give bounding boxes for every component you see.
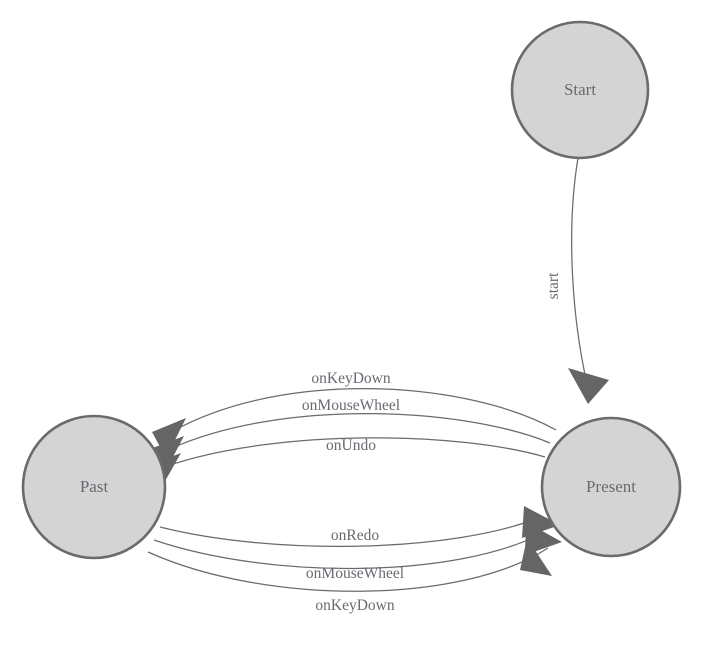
edge-past-to-present-onredo-path	[159, 517, 539, 548]
edge-present-to-past-onundo[interactable]: onUndo	[147, 437, 546, 490]
edge-start-to-present[interactable]: start	[545, 157, 609, 404]
edge-label-past-to-present-onkeydown: onKeyDown	[315, 597, 394, 614]
edge-label-start: start	[545, 272, 562, 299]
edge-past-to-present-onkeydown-path	[147, 547, 549, 592]
node-start-label: Start	[564, 80, 596, 99]
edge-present-to-past-onmousewheel-path	[171, 413, 551, 449]
edge-present-to-past-onkeydown-path	[174, 387, 557, 431]
edge-past-to-present-onkeydown[interactable]: onKeyDown	[147, 538, 552, 614]
edge-past-to-present-onredo[interactable]: onRedo	[159, 506, 560, 548]
edge-label-present-to-past-onmousewheel: onMouseWheel	[302, 397, 400, 414]
edge-label-past-to-present-onredo: onRedo	[331, 527, 379, 544]
edge-label-past-to-present-onmousewheel: onMouseWheel	[306, 565, 404, 582]
node-present[interactable]: Present	[540, 416, 682, 558]
edge-start-to-present-path	[571, 157, 589, 389]
edge-present-to-past-onkeydown[interactable]: onKeyDown	[152, 370, 557, 458]
edge-past-to-present-onmousewheel-path	[153, 532, 544, 570]
node-present-circle	[540, 416, 682, 558]
arrowhead-past-to-present-onmousewheel	[525, 522, 562, 555]
node-start[interactable]: Start	[510, 20, 650, 160]
arrowhead-past-to-present-onkeydown	[520, 538, 552, 576]
edge-present-to-past-onmousewheel[interactable]: onMouseWheel	[150, 397, 551, 474]
edge-past-to-present-onmousewheel[interactable]: onMouseWheel	[153, 522, 562, 582]
node-start-circle	[510, 20, 650, 160]
arrowhead-present-to-past-onmousewheel	[150, 436, 184, 474]
arrowhead-present-to-past-onkeydown	[152, 418, 186, 458]
edge-label-present-to-past-onundo: onUndo	[326, 437, 376, 454]
edge-label-present-to-past-onkeydown: onKeyDown	[311, 370, 390, 387]
edge-present-to-past-onundo-path	[166, 437, 546, 467]
node-present-label: Present	[586, 477, 636, 496]
node-past-label: Past	[80, 477, 109, 496]
arrowhead-start-to-present	[568, 368, 609, 404]
node-past[interactable]: Past	[21, 414, 167, 560]
node-past-circle	[21, 414, 167, 560]
